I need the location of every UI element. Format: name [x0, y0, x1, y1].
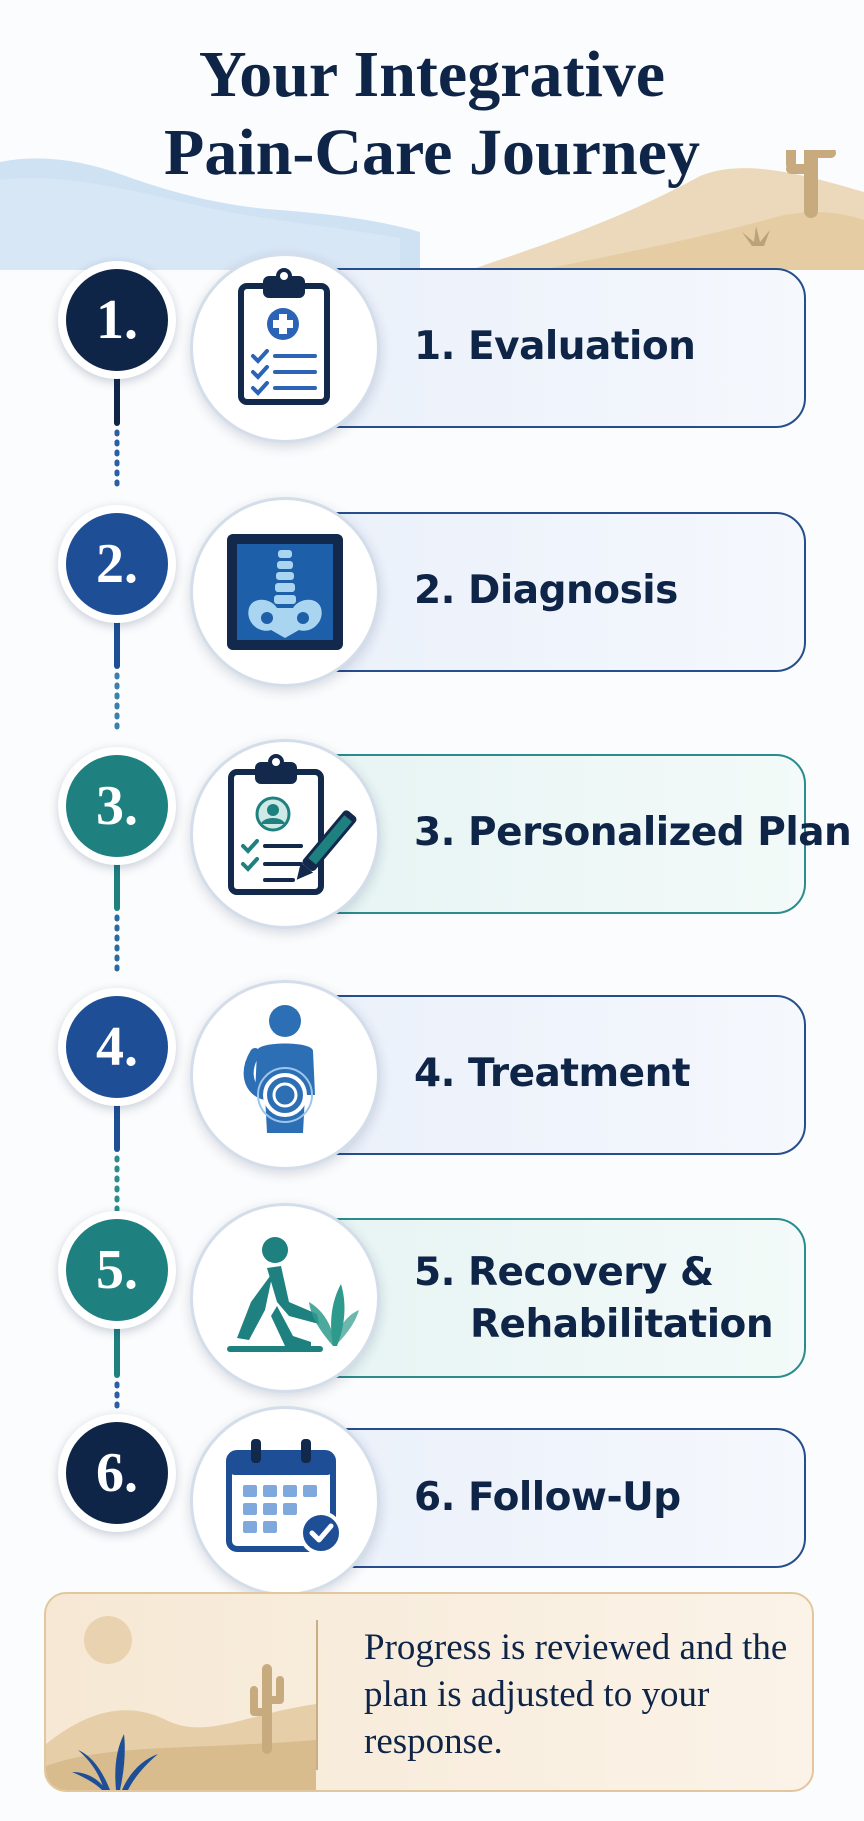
step-number-6: 6. [66, 1422, 168, 1524]
step-card-follow-up [300, 1428, 806, 1568]
step-label-evaluation: 1. Evaluation [414, 324, 696, 369]
desert-backdrop [0, 150, 864, 270]
calendar-check-icon [226, 1439, 343, 1555]
step-number-badge-2: 2. [58, 505, 176, 623]
step-number-4: 4. [66, 996, 168, 1098]
step-label-recovery-line-1: 5. Recovery & [414, 1250, 714, 1295]
progress-note-card: Progress is reviewed and the plan is adj… [44, 1592, 814, 1792]
step-card-personalized-plan [300, 754, 806, 914]
spine-xray-icon [227, 534, 343, 650]
step-number-badge-3: 3. [58, 747, 176, 865]
step-label-follow-up: 6. Follow-Up [414, 1475, 681, 1520]
step-number-badge-4: 4. [58, 988, 176, 1106]
step-label-recovery-line-2: Rehabilitation [470, 1302, 774, 1347]
step-icon-circle-recovery [190, 1203, 380, 1393]
note-divider [316, 1620, 318, 1770]
step-number-badge-5: 5. [58, 1211, 176, 1329]
page-title: Your Integrative Pain-Care Journey [0, 36, 864, 192]
step-icon-circle-follow-up [190, 1406, 380, 1596]
step-number-2: 2. [66, 513, 168, 615]
desert-landscape-icon [46, 1616, 316, 1790]
step-icon-circle-treatment [190, 980, 380, 1170]
step-card-diagnosis [300, 512, 806, 672]
step-label-treatment: 4. Treatment [414, 1051, 691, 1096]
step-icon-circle-personalized-plan [190, 739, 380, 929]
step-icon-circle-diagnosis [190, 497, 380, 687]
clipboard-medical-icon [238, 268, 330, 405]
step-label-diagnosis: 2. Diagnosis [414, 568, 678, 613]
step-number-1: 1. [66, 269, 168, 371]
person-treatment-icon [243, 1005, 315, 1133]
step-number-5: 5. [66, 1219, 168, 1321]
step-number-3: 3. [66, 755, 168, 857]
step-card-treatment [300, 995, 806, 1155]
step-icon-circle-evaluation [190, 253, 380, 443]
step-card-evaluation [300, 268, 806, 428]
clipboard-plan-icon [228, 754, 357, 895]
title-line-2: Pain-Care Journey [164, 116, 700, 189]
step-label-personalized-plan: 3. Personalized Plan [414, 810, 852, 855]
step-number-badge-6: 6. [58, 1414, 176, 1532]
stretching-person-icon [227, 1237, 359, 1352]
title-line-1: Your Integrative [198, 38, 666, 111]
cactus-icon [786, 150, 836, 218]
step-card-recovery [300, 1218, 806, 1378]
step-number-badge-1: 1. [58, 261, 176, 379]
progress-note-text: Progress is reviewed and the plan is adj… [364, 1627, 788, 1762]
